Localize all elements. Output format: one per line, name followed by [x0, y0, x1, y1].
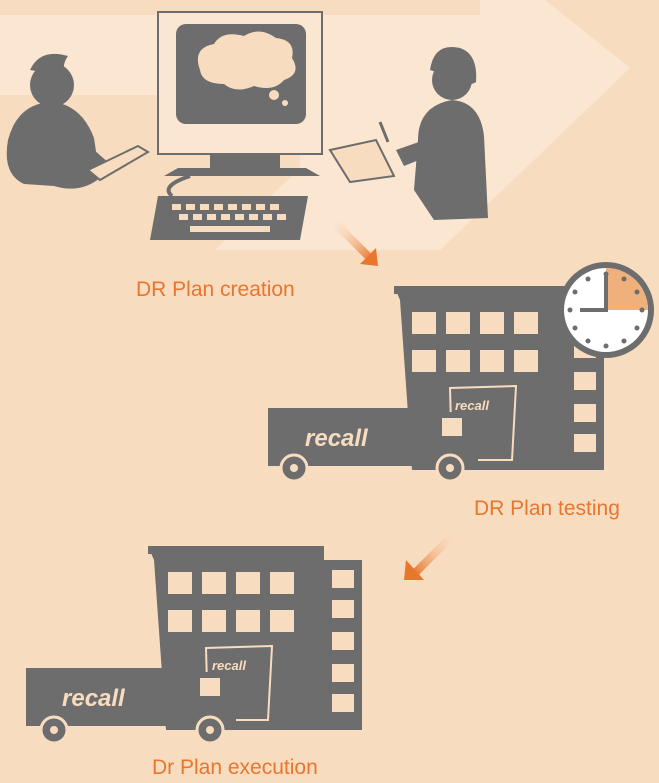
people-computer-icon [6, 11, 488, 240]
step-1-label: DR Plan creation [136, 278, 295, 301]
flow-arrow-2-icon [404, 533, 455, 580]
truck-brand-label: recall [305, 425, 369, 452]
building-truck-icon [26, 546, 362, 745]
step-3-label: Dr Plan execution [152, 756, 318, 779]
truck-brand-label-2: recall [62, 685, 126, 712]
building-truck-clock-icon [268, 262, 654, 483]
building-brand-label-2: recall [212, 658, 246, 673]
building-brand-label: recall [455, 398, 489, 413]
step-2-label: DR Plan testing [474, 497, 620, 520]
flow-arrow-1-icon [333, 221, 378, 266]
